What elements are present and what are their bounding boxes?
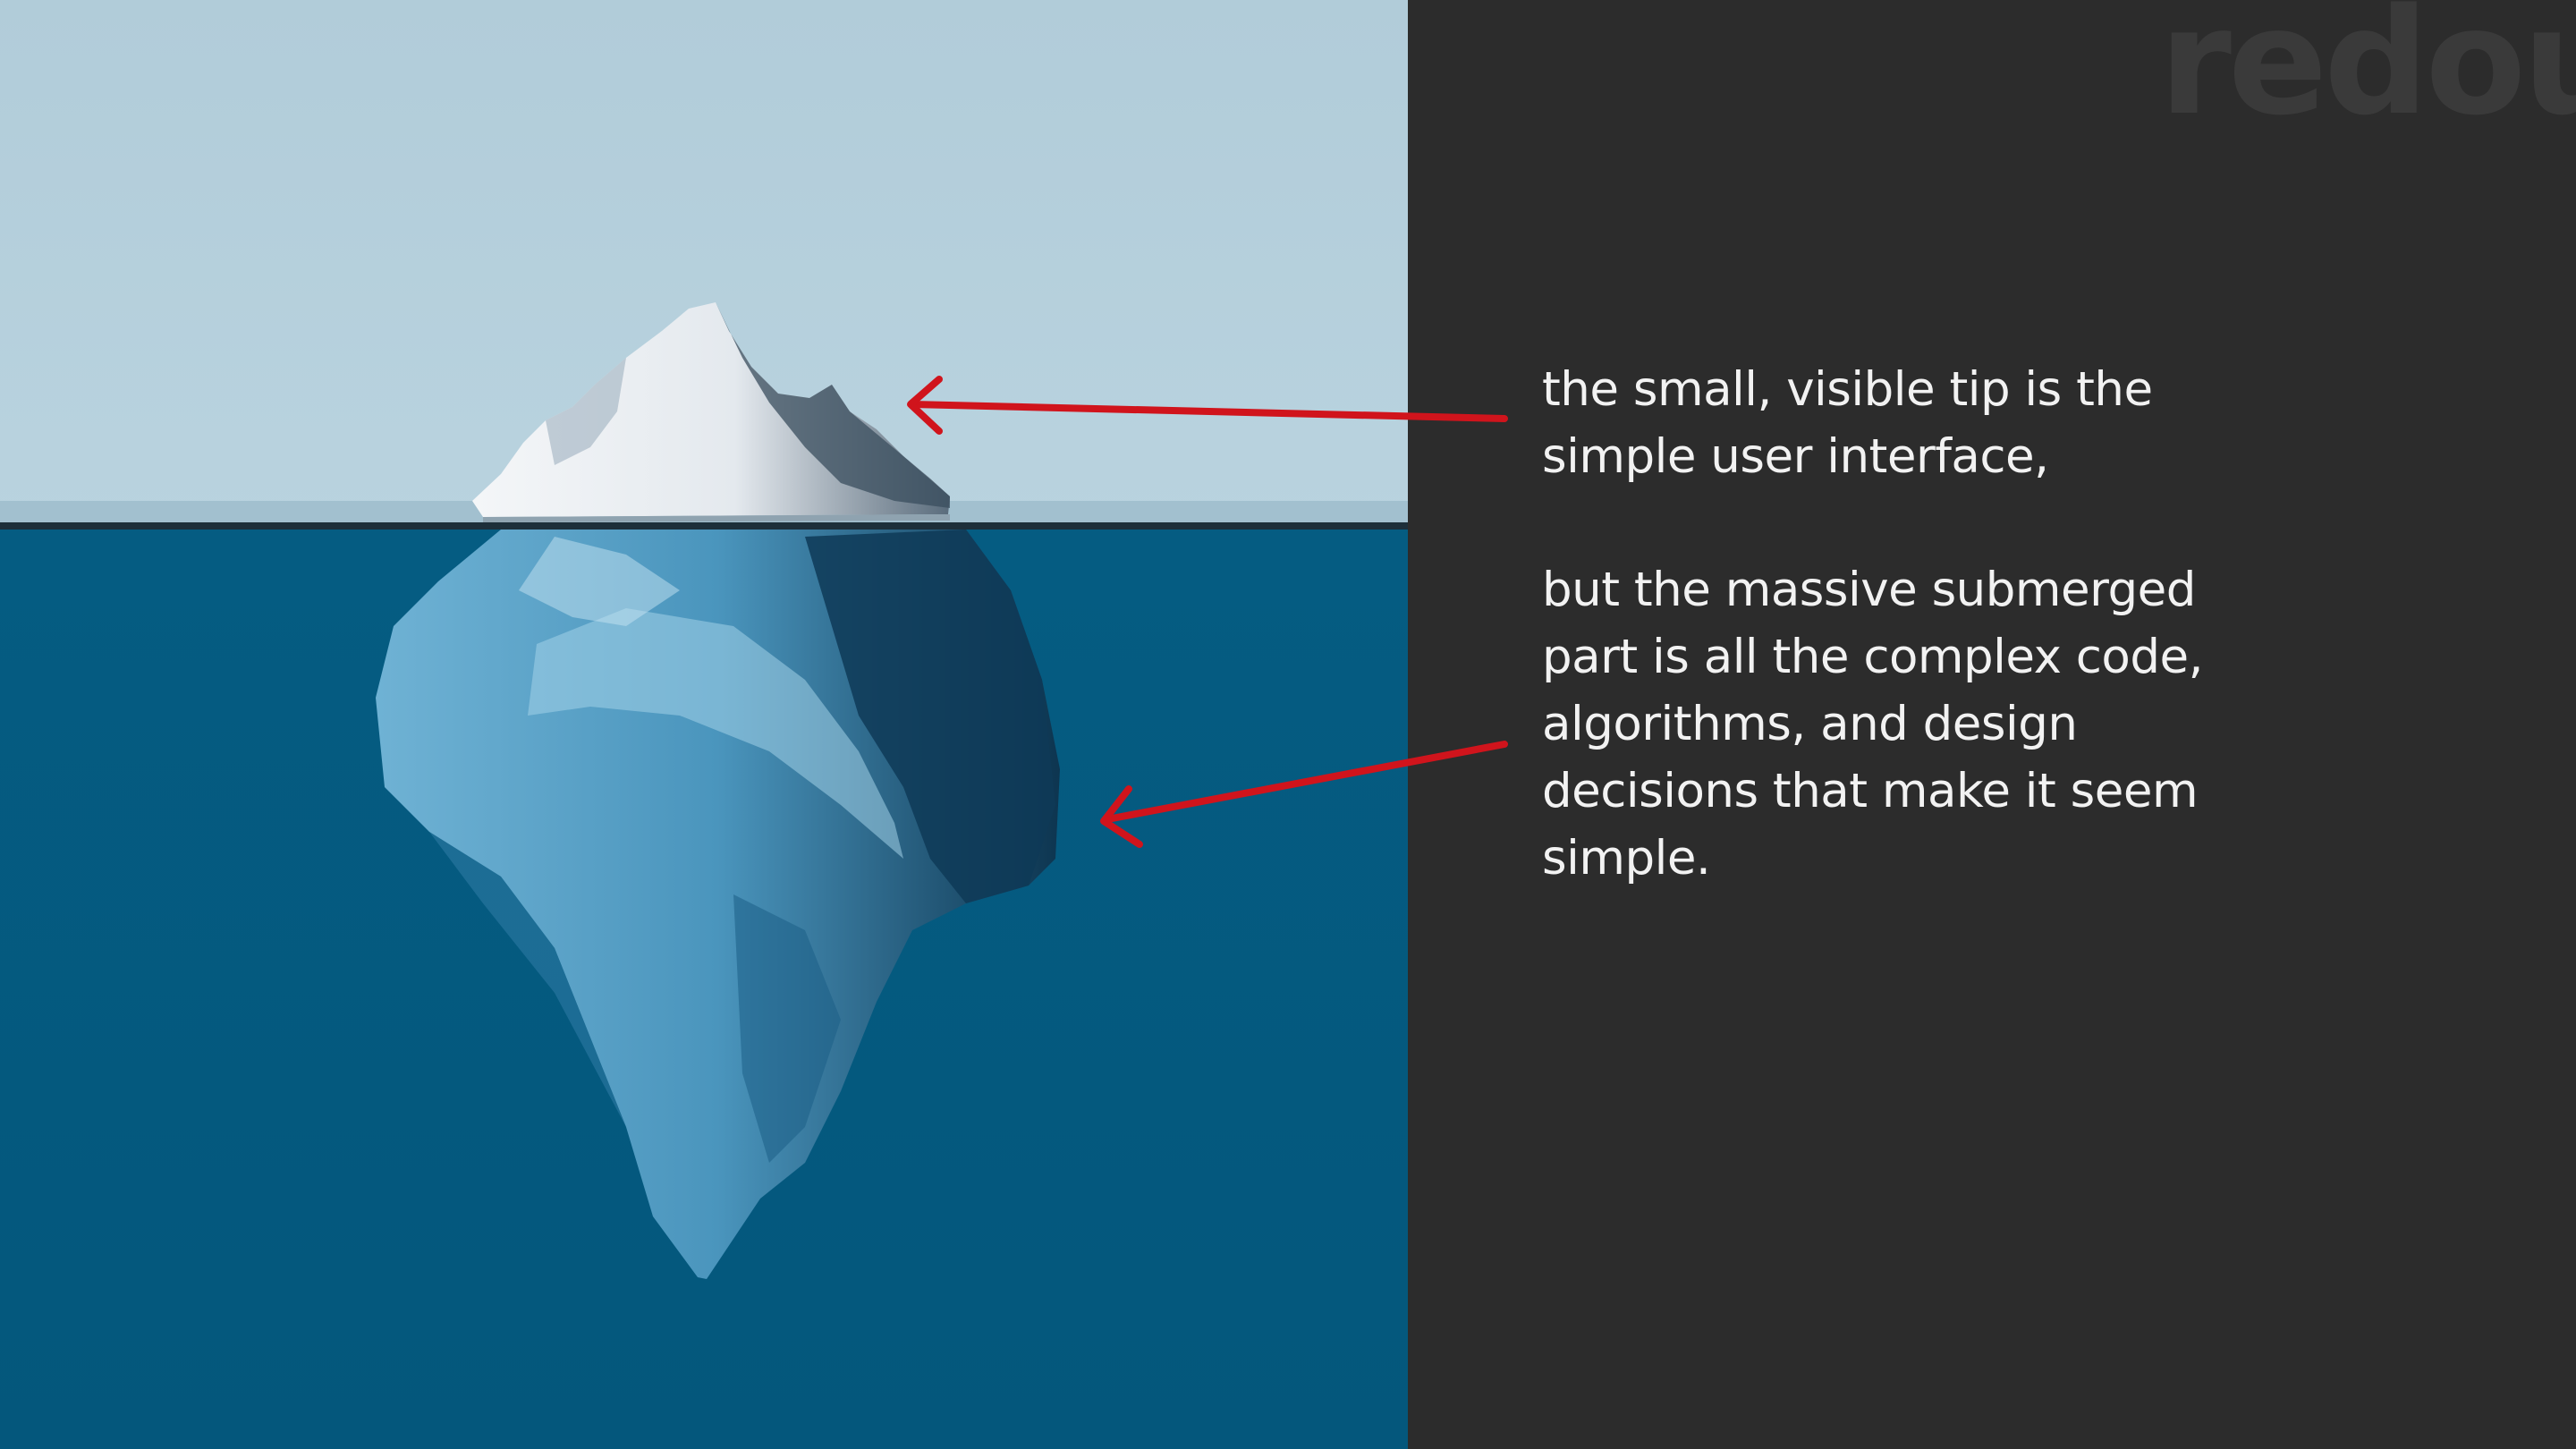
brand-watermark: redoui <box>2159 0 2576 148</box>
caption-tip: the small, visible tip is the simple use… <box>1542 362 2153 484</box>
submerged-iceberg <box>376 530 1060 1279</box>
iceberg-tip <box>472 302 950 522</box>
iceberg-illustration <box>0 0 1408 1449</box>
waterline <box>0 522 1408 530</box>
caption-submerged: but the massive submerged part is all th… <box>1542 563 2203 886</box>
